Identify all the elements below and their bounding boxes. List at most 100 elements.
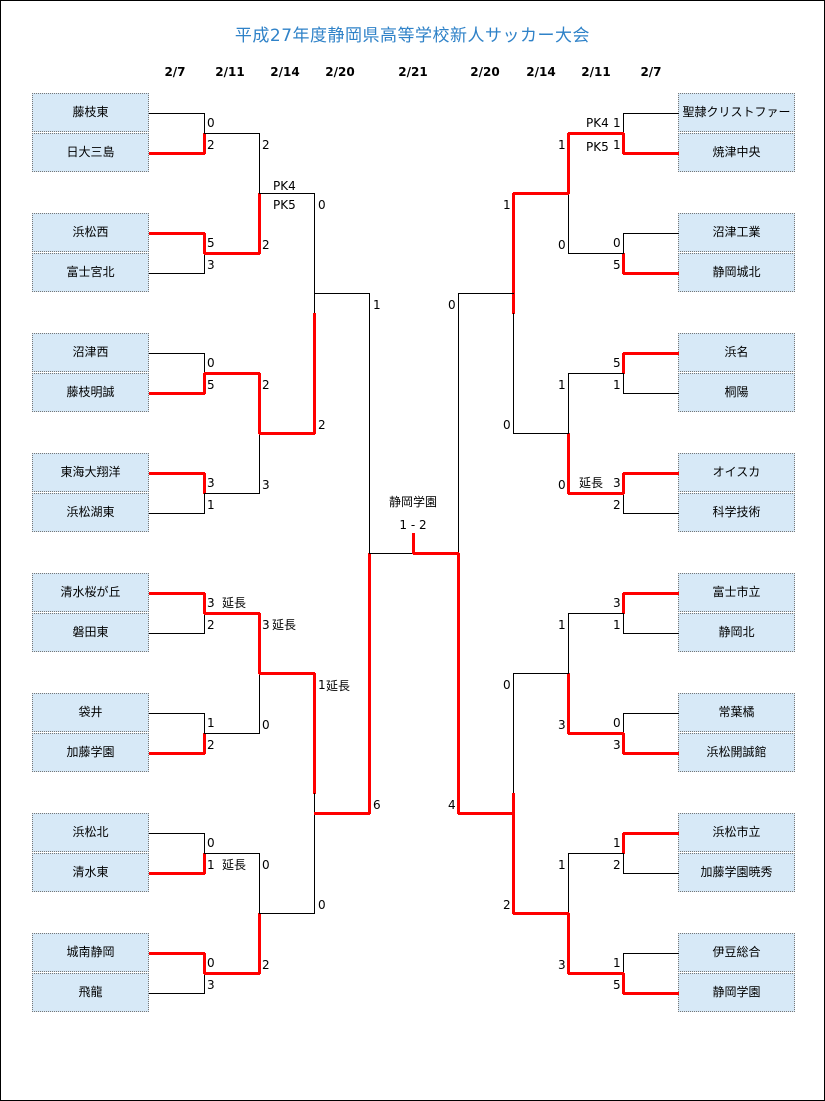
winner-path-line: [258, 373, 261, 434]
winner-path-line: [149, 952, 205, 955]
team-name: 藤枝明誠: [32, 373, 149, 412]
bracket-line: [259, 433, 260, 494]
bracket-line: [149, 113, 205, 114]
round-date: 2/20: [470, 65, 500, 79]
winner-path-line: [622, 973, 625, 994]
score-label: 1: [503, 198, 511, 212]
team-name: 加藤学園暁秀: [678, 853, 795, 892]
score-label: 4: [448, 798, 456, 812]
team-name: 城南静岡: [32, 933, 149, 972]
winner-path-line: [149, 472, 205, 475]
score-label: PK5: [273, 198, 296, 212]
winner-path-line: [149, 152, 205, 155]
bracket-line: [623, 113, 679, 114]
bracket-line: [513, 313, 514, 434]
score-label: 3: [558, 718, 566, 732]
score-label: 1: [613, 138, 621, 152]
score-label: 5: [207, 378, 215, 392]
winner-path-line: [622, 593, 625, 614]
score-label: 1: [613, 618, 621, 632]
winner-path-line: [568, 732, 624, 735]
bracket-line: [314, 793, 315, 914]
score-label: 3: [262, 478, 270, 492]
round-date: 2/11: [215, 65, 245, 79]
bracket-line: [149, 633, 205, 634]
score-label: 2: [613, 858, 621, 872]
team-name: 浜松開誠館: [678, 733, 795, 772]
winner-path-line: [258, 613, 261, 674]
score-label: 1: [207, 858, 215, 872]
bracket-line: [623, 613, 624, 634]
bracket-line: [259, 913, 315, 914]
score-label: PK5: [586, 140, 609, 154]
bracket-line: [623, 633, 679, 634]
score-label: PK4: [586, 116, 609, 130]
bracket-line: [458, 293, 459, 554]
bracket-line: [568, 373, 624, 374]
score-label: 1: [558, 858, 566, 872]
bracket-line: [204, 733, 260, 734]
bracket-line: [623, 873, 679, 874]
score-label: 0: [448, 298, 456, 312]
bracket-line: [259, 133, 260, 194]
winner-path-line: [567, 433, 570, 494]
bracket-line: [204, 973, 205, 994]
winner-path-line: [512, 193, 515, 314]
round-date: 2/14: [270, 65, 300, 79]
bracket-line: [369, 293, 370, 554]
score-label: 1: [613, 378, 621, 392]
winner-path-line: [203, 733, 206, 754]
bracket-line: [568, 613, 569, 674]
bracket-line: [623, 853, 624, 874]
winner-path-line: [622, 253, 625, 274]
winner-path-line: [622, 733, 625, 754]
bracket-line: [204, 133, 260, 134]
score-label: 0: [503, 678, 511, 692]
score-label: 3: [207, 978, 215, 992]
winner-path-line: [413, 552, 459, 555]
score-label: 0: [558, 478, 566, 492]
bracket-line: [314, 293, 370, 294]
team-name: 常葉橘: [678, 693, 795, 732]
team-name: 静岡学園: [678, 973, 795, 1012]
bracket-line: [149, 713, 205, 714]
winner-path-line: [204, 372, 260, 375]
winner-path-line: [568, 972, 624, 975]
bracket-line: [623, 493, 624, 514]
bracket-line: [623, 713, 679, 714]
score-label: 2: [262, 238, 270, 252]
bracket-line: [204, 493, 205, 514]
score-label: 0: [558, 238, 566, 252]
team-name: 静岡北: [678, 613, 795, 652]
score-label: 延長: [272, 618, 297, 632]
bracket-line: [369, 553, 414, 554]
bracket-line: [568, 853, 624, 854]
bracket-line: [623, 953, 679, 954]
score-label: 2: [613, 498, 621, 512]
score-label: 2: [207, 618, 215, 632]
bracket-line: [568, 373, 569, 434]
winner-path-line: [204, 972, 260, 975]
score-label: 1: [613, 836, 621, 850]
winner-path-line: [259, 432, 315, 435]
winner-path-line: [623, 592, 679, 595]
bracket-line: [204, 853, 260, 854]
winner-path-line: [567, 913, 570, 974]
score-label: 1: [558, 138, 566, 152]
score-label: 延長: [222, 858, 247, 872]
team-name: 静岡城北: [678, 253, 795, 292]
bracket-line: [259, 193, 315, 194]
score-label: 6: [373, 798, 381, 812]
winner-path-line: [149, 872, 205, 875]
winner-path-line: [513, 192, 569, 195]
team-name: 焼津中央: [678, 133, 795, 172]
champion-name: 静岡学園: [388, 495, 437, 509]
bracket-line: [149, 353, 205, 354]
winner-path-line: [313, 673, 316, 794]
score-label: 5: [207, 236, 215, 250]
team-name: 科学技術: [678, 493, 795, 532]
team-name: 伊豆総合: [678, 933, 795, 972]
bracket-line: [314, 193, 315, 314]
winner-path-line: [623, 992, 679, 995]
winner-path-line: [149, 232, 205, 235]
